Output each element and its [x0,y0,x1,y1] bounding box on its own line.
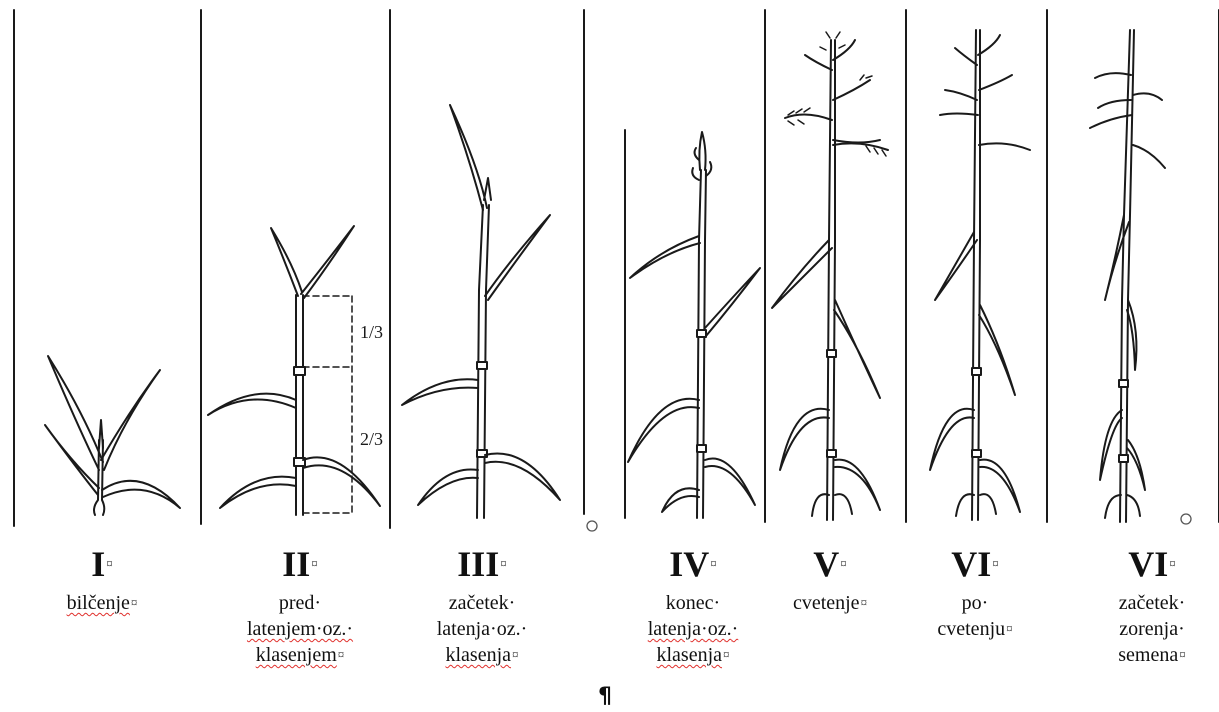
stage-caption-line: po· [895,590,1055,616]
end-cell-mark: ¤ [106,556,113,571]
stage-caption-text: začetek· [1119,592,1186,614]
end-cell-mark: ¤ [992,556,999,571]
stage-caption-line: začetek· [1072,590,1219,616]
plant-stage-6-drawing [930,30,1030,520]
stage-caption-line: klasenja¤ [613,642,773,668]
stage-caption-text: klasenja [656,644,722,666]
stage-caption-4: konec·latenja·oz.·klasenja¤ [613,590,773,668]
stage-caption-line: latenja·oz.· [613,616,773,642]
end-cell-mark: ¤ [710,556,717,571]
panel-dividers [14,10,1219,528]
stage-numeral-text: III [457,544,499,584]
stage-caption-line: pred· [220,590,380,616]
paragraph-mark: ¶ [598,684,612,709]
stage-caption-text: bilčenje [67,592,130,614]
end-cell-mark: ¤ [723,647,730,662]
stage-caption-line: cvetenje¤ [750,590,910,616]
stage-caption-line: klasenja¤ [402,642,562,668]
stage-numeral-3: III¤ [422,544,542,584]
stage-numeral-4: IV¤ [633,544,753,584]
stage-numeral-text: I [91,544,105,584]
plant-stage-1-drawing [45,356,180,515]
stage-caption-3: začetek·latenja·oz.·klasenja¤ [402,590,562,668]
stage-caption-text: semena [1118,644,1178,666]
stage-numeral-1: I¤ [42,544,162,584]
stage-caption-7: začetek·zorenja·semena¤ [1072,590,1219,668]
stage-caption-text: klasenjem [256,644,337,666]
stage-numeral-text: II [282,544,310,584]
end-cell-mark: ¤ [861,595,868,610]
end-cell-marker [587,521,597,531]
stage-caption-text: latenja·oz.· [437,618,528,640]
stage-numeral-text: VI [1128,544,1168,584]
stage-caption-line: semena¤ [1072,642,1219,668]
stage-caption-text: klasenja [445,644,511,666]
end-cell-mark: ¤ [1179,647,1186,662]
stage-numeral-text: IV [669,544,709,584]
lower-two-thirds-label: 2/3 [360,429,383,449]
stage-caption-line: latenja·oz.· [402,616,562,642]
end-cell-mark: ¤ [311,556,318,571]
end-cell-mark: ¤ [512,647,519,662]
stage-caption-line: klasenjem¤ [220,642,380,668]
plant-stage-5-drawing [772,32,888,520]
stage-caption-text: po· [962,592,989,614]
stage-caption-text: konec· [666,592,720,614]
stage-caption-1: bilčenje¤ [22,590,182,616]
stage-caption-line: cvetenju¤ [895,616,1055,642]
stage-caption-text: latenja·oz.· [648,618,739,640]
end-cell-mark: ¤ [840,556,847,571]
stage-caption-text: cvetenje [793,592,860,614]
stage-caption-text: pred· [279,592,321,614]
end-cell-mark: ¤ [500,556,507,571]
upper-third-label: 1/3 [360,322,383,342]
stage-caption-text: zorenja· [1119,618,1185,640]
stage-caption-line: konec· [613,590,773,616]
plant-stage-4-drawing [628,132,760,518]
stage-caption-text: latenjem·oz.· [247,618,353,640]
end-cell-marker [1181,514,1191,524]
end-cell-mark: ¤ [1169,556,1176,571]
stage-caption-line: začetek· [402,590,562,616]
stage-numeral-text: V [813,544,839,584]
plant-stage-3-drawing [402,105,560,518]
plant-stage-2-drawing [208,226,380,515]
stage-numeral-text: VI [951,544,991,584]
stage-caption-2: pred·latenjem·oz.·klasenjem¤ [220,590,380,668]
stage-numeral-7: VI¤ [1092,544,1212,584]
stage-caption-5: cvetenje¤ [750,590,910,616]
measure-labels: 1/3 2/3 [360,322,383,449]
stage-caption-line: latenjem·oz.· [220,616,380,642]
stage-numeral-6: VI¤ [915,544,1035,584]
stage-caption-6: po·cvetenju¤ [895,590,1055,642]
stage-caption-line: zorenja· [1072,616,1219,642]
plant-stage-7-drawing [1090,30,1165,522]
stage-numeral-2: II¤ [240,544,360,584]
end-cell-mark: ¤ [338,647,345,662]
stage-caption-text: cvetenju [937,618,1005,640]
stage-numeral-5: V¤ [770,544,890,584]
stage-caption-line: bilčenje¤ [22,590,182,616]
end-cell-mark: ¤ [131,595,138,610]
stage-caption-text: začetek· [449,592,516,614]
end-cell-mark: ¤ [1006,621,1013,636]
